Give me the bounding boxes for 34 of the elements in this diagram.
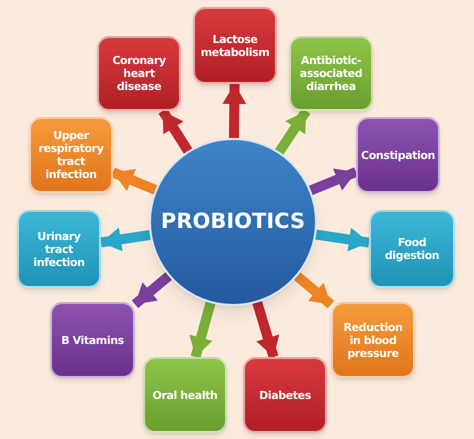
benefit-box: [356, 117, 440, 193]
block-arrow: [132, 272, 172, 308]
block-arrow: [158, 108, 192, 154]
center-title: PROBIOTICS: [160, 208, 306, 236]
benefit-box: [50, 302, 135, 378]
benefit-label: Lactose metabolism: [200, 32, 270, 58]
block-arrow: [100, 228, 151, 252]
benefit-label: Coronary heart disease: [111, 54, 167, 93]
block-arrow: [294, 272, 334, 308]
benefit-label: Antibiotic-associated diarrhea: [298, 54, 364, 93]
block-arrow: [275, 108, 310, 155]
benefit-box: [289, 36, 373, 111]
benefit-box: [97, 36, 181, 111]
benefit-label: Upper respiratory tract infection: [38, 129, 105, 181]
benefit-box: [369, 210, 455, 288]
block-arrow: [308, 167, 358, 196]
block-arrow: [111, 168, 158, 195]
benefit-box: [243, 357, 327, 433]
benefit-label: B Vitamins: [61, 334, 124, 346]
block-arrow: [222, 84, 246, 138]
benefit-label: Urinary tract infection: [32, 230, 86, 268]
benefit-box: [29, 117, 113, 193]
block-arrow: [189, 302, 216, 358]
block-arrow: [252, 301, 280, 358]
block-arrow: [315, 228, 370, 252]
benefit-label: Constipation: [361, 148, 435, 162]
benefit-label: Food digestion: [384, 236, 440, 262]
benefit-label: Diabetes: [259, 388, 311, 402]
benefit-box: [143, 357, 227, 433]
benefit-box: [331, 302, 415, 378]
benefit-label: Oral health: [152, 388, 218, 402]
benefit-label: Reduction in blood pressure: [342, 320, 404, 360]
benefit-box: [17, 210, 101, 288]
benefit-box: [193, 7, 277, 84]
